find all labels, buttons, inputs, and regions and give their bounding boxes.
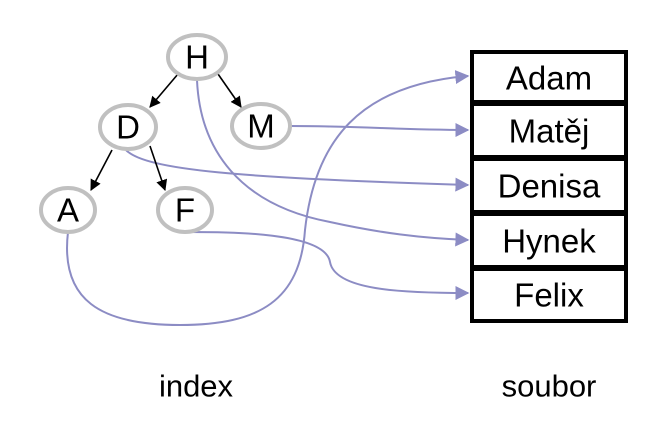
index-node-m: M — [230, 102, 292, 150]
file-records: Adam Matěj Denisa Hynek Felix — [470, 50, 628, 323]
index-node-a: A — [39, 186, 97, 234]
node-label-a: A — [57, 192, 79, 229]
record-label-adam: Adam — [506, 60, 592, 97]
index-caption: index — [159, 369, 234, 404]
index-node-d: D — [98, 103, 158, 151]
pointer-d-to-denisa — [125, 149, 470, 192]
pointer-f-to-felix — [184, 231, 470, 300]
record-label-felix: Felix — [514, 277, 584, 314]
record-adam: Adam — [470, 50, 628, 104]
node-label-h: H — [185, 39, 209, 76]
record-label-hynek: Hynek — [502, 223, 596, 260]
record-label-matej: Matěj — [509, 113, 590, 150]
record-matej: Matěj — [470, 102, 628, 159]
record-felix: Felix — [470, 267, 628, 323]
index-node-f: F — [156, 186, 214, 234]
node-label-m: M — [247, 108, 275, 145]
record-label-denisa: Denisa — [498, 168, 601, 205]
edge-d-a — [90, 149, 113, 191]
file-caption: soubor — [502, 369, 597, 404]
edge-h-m — [217, 73, 242, 108]
node-label-d: D — [116, 109, 140, 146]
record-denisa: Denisa — [470, 157, 628, 214]
index-nodes: H D M A F — [39, 33, 292, 234]
index-node-h: H — [166, 33, 228, 81]
pointer-h-to-hynek — [196, 79, 470, 247]
pointer-a-to-adam — [66, 70, 470, 327]
record-hynek: Hynek — [470, 212, 628, 269]
tree-edges — [90, 73, 242, 192]
pointer-layer — [66, 70, 470, 327]
pointer-m-to-matej — [289, 122, 470, 137]
edge-d-f — [149, 145, 168, 192]
node-label-f: F — [175, 192, 195, 229]
edge-h-d — [149, 73, 179, 108]
